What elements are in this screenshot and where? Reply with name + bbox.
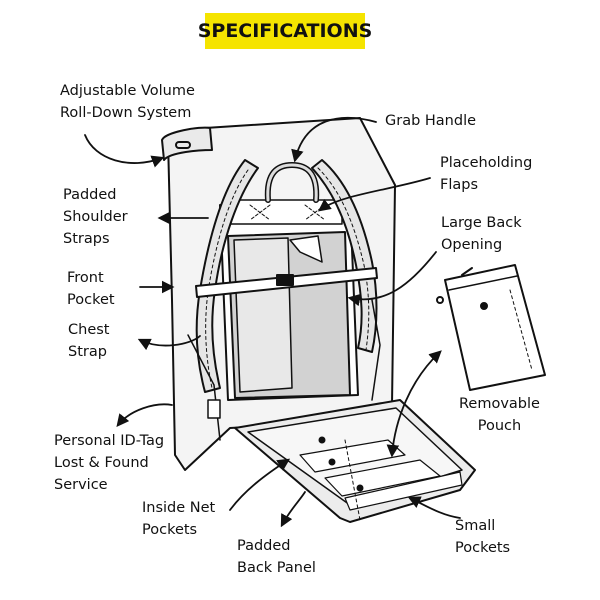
pouch-button [480, 302, 488, 310]
panel-stitch [344, 439, 361, 521]
label-id-tag: Personal ID-Tag Lost & Found Service [54, 430, 164, 496]
grab-handle-inner [266, 163, 318, 202]
label-line: Pouch [477, 418, 522, 434]
label-line: Inside Net [142, 500, 216, 516]
arrow-back-opening [347, 251, 437, 307]
label-line: Grab Handle [385, 113, 477, 129]
pouch-flap [448, 275, 518, 291]
right-strap-stitch [317, 167, 370, 351]
label-line: Flaps [440, 177, 479, 193]
right-webbing [371, 299, 381, 401]
label-line: Strap [68, 344, 107, 360]
label-roll-down-system: Adjustable Volume Roll-Down System [60, 80, 195, 124]
label-shoulder-straps: Padded Shoulder Straps [63, 184, 128, 250]
arrow-small-pockets [407, 496, 461, 519]
label-line: Padded [237, 538, 291, 554]
label-line: Pockets [142, 522, 198, 538]
label-inside-net-pockets: Inside Net Pockets [142, 497, 215, 541]
label-placeholding-flaps: Placeholding Flaps [440, 152, 532, 196]
arrow-removable-pouch [386, 350, 442, 458]
small-pocket [344, 471, 463, 511]
left-buckle [207, 399, 221, 419]
label-line: Small [455, 518, 496, 534]
arrow-placeholding [317, 177, 431, 212]
label-padded-back-panel: Padded Back Panel [237, 535, 316, 579]
label-removable-pouch: Removable Pouch [459, 393, 540, 437]
pocket-button [318, 436, 326, 444]
label-back-opening: Large Back Opening [441, 212, 522, 256]
label-line: Personal ID-Tag [54, 433, 165, 449]
flap-cross [304, 204, 326, 221]
removable-pouch [444, 264, 546, 391]
pocket-button [356, 484, 364, 492]
label-small-pockets: Small Pockets [455, 515, 510, 559]
label-front-pocket: Front Pocket [67, 267, 115, 311]
pocket-button [328, 458, 336, 466]
flap-cross [249, 204, 271, 221]
pouch-zipper [461, 267, 473, 276]
label-line: Back Panel [237, 560, 316, 576]
arrow-id-tag [116, 403, 173, 427]
label-grab-handle: Grab Handle [385, 110, 476, 132]
page-title: SPECIFICATIONS [197, 20, 373, 42]
label-chest-strap: Chest Strap [68, 319, 109, 363]
arrow-net-pockets [229, 458, 291, 511]
label-line: Straps [63, 231, 110, 247]
roll-top-buckle-slot [175, 141, 191, 149]
title-banner: SPECIFICATIONS [198, 13, 372, 49]
arrow-back-panel [280, 491, 306, 528]
label-line: Pockets [455, 540, 511, 556]
opening-flap [289, 235, 323, 263]
pouch-stitch [509, 289, 533, 371]
label-line: Service [54, 477, 108, 493]
left-shoulder-strap [195, 159, 259, 393]
arrow-roll-down [84, 134, 165, 168]
label-line: Lost & Found [54, 455, 149, 471]
placeholding-flaps [229, 199, 343, 225]
arrow-chest-strap [137, 335, 201, 351]
label-line: Roll-Down System [60, 105, 192, 121]
label-line: Adjustable Volume [60, 83, 195, 99]
label-line: Front [67, 270, 104, 286]
roll-top [161, 126, 213, 161]
left-webbing [187, 334, 221, 441]
pouch-clip [436, 296, 444, 304]
label-line: Shoulder [63, 209, 128, 225]
label-line: Large Back [441, 215, 522, 231]
label-line: Opening [441, 237, 503, 253]
arrow-grab-handle [291, 116, 377, 163]
chest-strap-buckle [276, 274, 294, 286]
label-line: Pocket [67, 292, 115, 308]
label-line: Removable [459, 396, 540, 412]
label-line: Chest [68, 322, 110, 338]
label-line: Padded [63, 187, 117, 203]
label-line: Placeholding [440, 155, 533, 171]
inner-panel [233, 237, 293, 393]
